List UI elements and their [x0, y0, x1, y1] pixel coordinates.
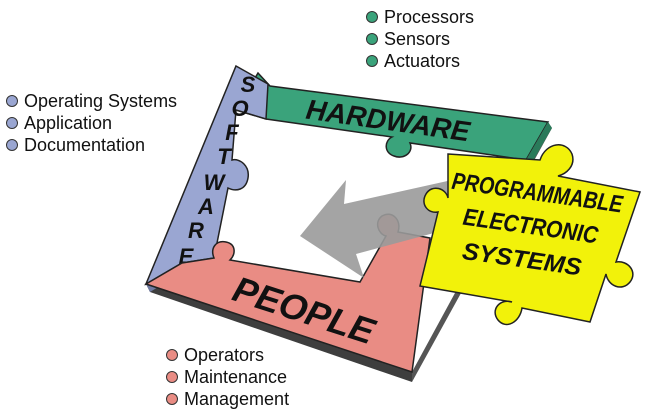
list-item: Processors [366, 6, 474, 28]
list-item: Documentation [6, 134, 177, 156]
software-letter: R [188, 218, 204, 243]
software-letter: A [197, 194, 214, 219]
bullet-dot-icon [6, 95, 18, 107]
software-letter: O [231, 96, 248, 121]
list-item: Application [6, 112, 177, 134]
people-bullet-list: Operators Maintenance Management [166, 344, 289, 410]
bullet-dot-icon [6, 139, 18, 151]
bullet-dot-icon [166, 371, 178, 383]
list-item-label: Actuators [384, 50, 461, 71]
list-item: Actuators [366, 50, 474, 72]
bullet-dot-icon [366, 11, 378, 23]
software-letter: S [241, 72, 256, 97]
list-item-label: Operators [184, 344, 265, 365]
insertion-arrow [300, 180, 460, 278]
list-item-label: Application [24, 112, 113, 133]
software-letter: F [225, 120, 239, 145]
bullet-dot-icon [6, 117, 18, 129]
hardware-bullet-list: Processors Sensors Actuators [366, 6, 474, 72]
bullet-dot-icon [166, 393, 178, 405]
bullet-dot-icon [366, 33, 378, 45]
list-item: Management [166, 388, 289, 410]
list-item: Maintenance [166, 366, 289, 388]
software-vertical-label: S O F T W A R E [179, 72, 256, 269]
list-item-label: Maintenance [184, 366, 288, 387]
list-item: Sensors [366, 28, 474, 50]
list-item-label: Operating Systems [24, 90, 178, 111]
list-item: Operators [166, 344, 289, 366]
list-item-label: Processors [384, 6, 475, 27]
list-item-label: Sensors [384, 28, 451, 49]
list-item-label: Documentation [24, 134, 146, 155]
software-letter: T [217, 144, 232, 169]
list-item-label: Management [184, 388, 290, 409]
bullet-dot-icon [166, 349, 178, 361]
software-bullet-list: Operating Systems Application Documentat… [6, 90, 177, 156]
list-item: Operating Systems [6, 90, 177, 112]
software-letter: W [204, 170, 227, 195]
bullet-dot-icon [366, 55, 378, 67]
